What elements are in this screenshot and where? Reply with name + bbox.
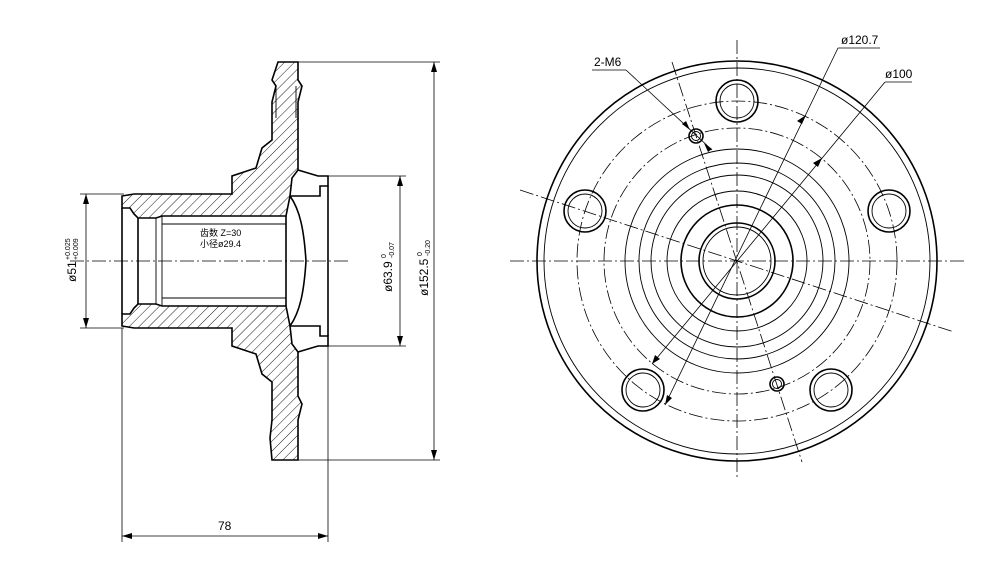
bolt-hole: [621, 368, 665, 412]
leader-pcd-small-arrow-2: [813, 158, 822, 167]
bolt-hole: [867, 189, 911, 233]
leader-pcd-small: [651, 81, 886, 365]
side-section-view: 齿数 Z=30 小径ø29.4 ø51 +0.025 +0.009 ø63.9 …: [65, 61, 440, 542]
dim-length-arrow-left: [122, 533, 132, 539]
front-view: ø120.7 ø100 2-M6: [510, 33, 965, 480]
pcd-large-circle: [576, 100, 898, 422]
tapped-hole-inner: [691, 131, 701, 141]
dim-flange-text: ø152.5: [417, 258, 431, 296]
spline-inner-circle: [702, 226, 772, 296]
dim-bore-text: ø51: [65, 261, 79, 282]
tapped-hole: [769, 376, 785, 392]
dim-flange-tol-lower: -0.20: [425, 240, 432, 256]
leader-tapped-diag: [625, 69, 713, 151]
dim-pilot-arrow-bot: [397, 336, 403, 346]
pilot-face: [289, 195, 307, 327]
dim-pilot-arrow-top: [397, 176, 403, 186]
label-pcd-small: ø100: [885, 67, 913, 81]
label-tapped-holes: 2-M6: [594, 55, 622, 69]
lower-section-hatch: [121, 303, 303, 461]
leader-pcd-small-arrow: [652, 355, 660, 364]
radial-line: [671, 61, 803, 463]
dim-flange-arrow-bot: [431, 450, 437, 460]
dim-flange-tol-upper: 0: [417, 252, 424, 256]
hub-circle-1: [624, 148, 850, 374]
dim-flange-arrow-top: [431, 62, 437, 72]
hub-circle-4: [666, 190, 808, 332]
dim-length-text: 78: [218, 519, 232, 533]
leader-pcd-large: [664, 47, 839, 406]
leader-pcd-large-arrow: [665, 395, 672, 405]
dim-bore-tol-lower: +0.009: [73, 238, 80, 260]
leader-pcd-large-arrow-2: [797, 115, 806, 124]
dim-bore-arrow-bot: [83, 318, 89, 328]
tapped-hole-inner: [772, 379, 782, 389]
flange-chamfer-circle: [543, 67, 931, 455]
bolt-hole: [715, 79, 759, 123]
dim-length-arrow-right: [318, 533, 328, 539]
hub-circle-2: [638, 162, 836, 360]
spline-teeth-label: 齿数 Z=30: [200, 227, 241, 238]
bolt-hole: [809, 368, 853, 412]
dim-pilot-tol-lower: -0.07: [389, 242, 396, 258]
dim-pilot-text: ø63.9: [381, 261, 395, 292]
leader-tapped-arrow: [682, 121, 690, 130]
leader-tapped-arrow-2: [704, 143, 712, 152]
upper-section-hatch: [121, 61, 303, 219]
hub-circle-3: [650, 174, 824, 348]
pcd-small-circle: [603, 127, 871, 395]
bolt-hole: [563, 189, 607, 233]
spline-minor-label: 小径ø29.4: [200, 238, 241, 249]
dim-bore-tol-upper: +0.025: [65, 238, 72, 260]
bore-circle: [680, 204, 794, 318]
dim-pilot-tol-upper: 0: [381, 254, 388, 258]
flange-outer-circle: [536, 60, 938, 462]
dim-bore-arrow-top: [83, 194, 89, 204]
tapped-hole: [688, 128, 704, 144]
spline-outer-circle: [698, 222, 776, 300]
label-pcd-large: ø120.7: [841, 33, 879, 47]
